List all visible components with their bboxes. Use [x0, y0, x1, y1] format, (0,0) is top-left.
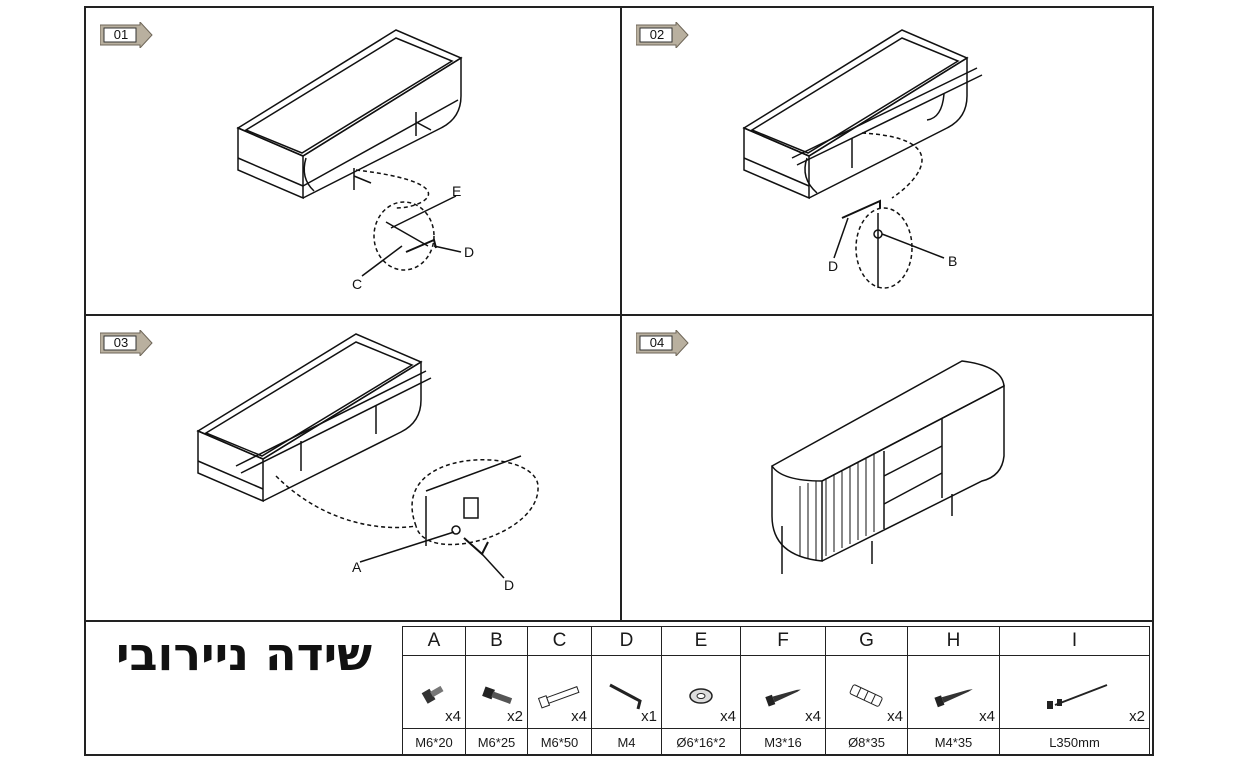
callout-a: A — [352, 559, 362, 575]
part-quantity: x4 — [571, 708, 587, 725]
anti-tip-strap-icon — [1046, 684, 1107, 709]
long-bolt-icon — [537, 686, 580, 709]
allen-key-icon — [608, 683, 642, 710]
short-bolt-icon — [421, 685, 444, 704]
part-size: M6*50 — [527, 728, 592, 756]
part-quantity: x4 — [805, 708, 821, 725]
part-cell-d: x1 — [591, 655, 662, 729]
step-badge-2: 02 — [636, 22, 692, 48]
part-letter: D — [591, 626, 662, 656]
screw-icon — [933, 689, 973, 708]
parts-letter-row: A B C D E F G H I — [402, 626, 1150, 656]
step-badge-1: 01 — [100, 22, 156, 48]
part-letter: E — [661, 626, 741, 656]
callout-c: C — [352, 276, 362, 292]
step-panel-1: 01 E D C — [86, 8, 620, 313]
part-size: L350mm — [999, 728, 1150, 756]
wall-plug-icon — [849, 684, 883, 707]
assembled-sideboard-drawing — [770, 360, 1005, 574]
part-cell-h: x4 — [907, 655, 1000, 729]
part-cell-f: x4 — [740, 655, 826, 729]
washer-icon — [689, 688, 713, 704]
part-letter: F — [740, 626, 826, 656]
part-size: Ø8*35 — [825, 728, 908, 756]
part-size: M6*25 — [465, 728, 528, 756]
parts-icon-row: x4 x2 x4 x1 x4 x4 — [402, 655, 1150, 729]
part-letter: B — [465, 626, 528, 656]
part-letter: A — [402, 626, 466, 656]
part-letter: C — [527, 626, 592, 656]
step-badge-4: 04 — [636, 330, 692, 356]
wood-screw-icon — [765, 689, 801, 707]
part-quantity: x2 — [507, 708, 523, 725]
product-title: שידה ניירובי — [115, 627, 373, 681]
callout-d: D — [464, 244, 474, 260]
instruction-sheet: 01 E D C — [84, 6, 1154, 756]
part-size: Ø6*16*2 — [661, 728, 741, 756]
part-size: M4*35 — [907, 728, 1000, 756]
part-cell-g: x4 — [825, 655, 908, 729]
parts-size-row: M6*20 M6*25 M6*50 M4 Ø6*16*2 M3*16 Ø8*35… — [402, 728, 1150, 756]
part-size: M3*16 — [740, 728, 826, 756]
part-quantity: x1 — [641, 708, 657, 725]
part-cell-a: x4 — [402, 655, 466, 729]
callout-e: E — [452, 183, 461, 199]
part-quantity: x2 — [1129, 708, 1145, 725]
step-panel-2: 02 D B — [622, 8, 1156, 313]
callout-d: D — [828, 258, 838, 274]
step-2-drawing: D B — [742, 29, 983, 289]
part-cell-e: x4 — [661, 655, 741, 729]
panel-divider-horizontal — [86, 314, 1152, 316]
step-panel-4: 04 — [622, 316, 1156, 621]
part-cell-b: x2 — [465, 655, 528, 729]
part-letter: H — [907, 626, 1000, 656]
part-size: M6*20 — [402, 728, 466, 756]
parts-table: A B C D E F G H I x4 x2 x4 — [402, 626, 1150, 756]
callout-d: D — [504, 577, 514, 593]
callout-b: B — [948, 253, 957, 269]
part-letter: G — [825, 626, 908, 656]
step-3-drawing: A D — [196, 333, 539, 593]
part-letter: I — [999, 626, 1150, 656]
parts-divider — [86, 620, 1152, 622]
step-badge-3: 03 — [100, 330, 156, 356]
step-panel-3: 03 A — [86, 316, 620, 621]
part-size: M4 — [591, 728, 662, 756]
part-quantity: x4 — [445, 708, 461, 725]
bolt-icon — [481, 686, 512, 704]
part-cell-i: x2 — [999, 655, 1150, 729]
step-1-drawing: E D C — [236, 29, 474, 292]
part-cell-c: x4 — [527, 655, 592, 729]
part-quantity: x4 — [720, 708, 736, 725]
part-quantity: x4 — [979, 708, 995, 725]
part-quantity: x4 — [887, 708, 903, 725]
